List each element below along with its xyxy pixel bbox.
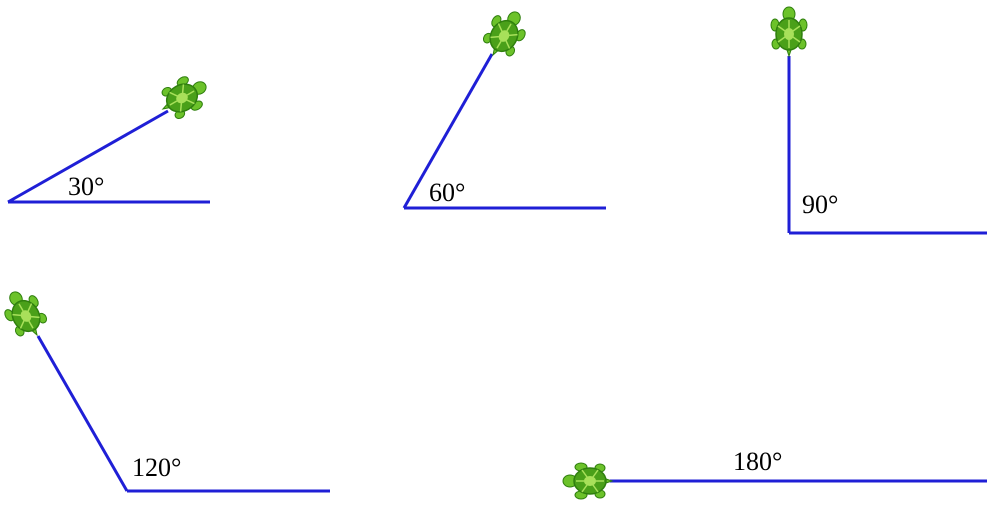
angle-180-figure: 180° bbox=[562, 447, 987, 500]
turtle-icon bbox=[562, 462, 613, 500]
turtle-icon bbox=[770, 6, 808, 57]
angle-90-figure: 90° bbox=[770, 6, 987, 235]
angle-120-turtle-path bbox=[36, 335, 129, 492]
angle-180-label: 180° bbox=[733, 447, 782, 476]
angle-30-turtle-path bbox=[7, 109, 169, 204]
angle-30-figure: 30° bbox=[7, 68, 216, 204]
angle-60-turtle-path bbox=[402, 53, 494, 209]
angle-60-figure: 60° bbox=[402, 2, 606, 210]
turtle-icon bbox=[476, 2, 534, 65]
turtle-icon bbox=[0, 282, 54, 345]
angle-120-label: 120° bbox=[132, 453, 181, 482]
angle-120-figure: 120° bbox=[0, 282, 330, 493]
turtle-icon bbox=[153, 68, 216, 126]
angle-90-label: 90° bbox=[802, 190, 838, 219]
angle-60-label: 60° bbox=[429, 178, 465, 207]
angle-30-label: 30° bbox=[68, 172, 104, 201]
